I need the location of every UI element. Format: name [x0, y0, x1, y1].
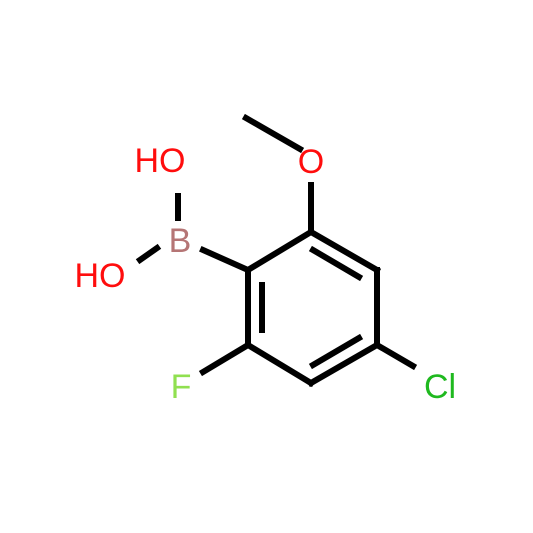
- atom-label-ho-top: HO: [135, 142, 186, 180]
- ring-bond-c4-c5: [306, 340, 382, 388]
- ring-bond-c2-c3: [306, 227, 382, 275]
- ring-double-bond-c2-c3: [308, 245, 364, 282]
- atom-label-oxygen: O: [298, 143, 324, 181]
- ring-bond-c5-c6: [243, 340, 316, 388]
- atom-label-fluorine: F: [171, 368, 192, 406]
- ring-double-bond-c4-c5: [308, 333, 364, 370]
- atom-labels: HO B HO O F Cl: [75, 142, 457, 406]
- atom-label-chlorine: Cl: [424, 368, 456, 406]
- bond-ring-fluorine: [198, 340, 253, 377]
- bonds: [135, 113, 418, 388]
- bond-boron-ho-left: [135, 243, 162, 265]
- bond-ring-boron: [199, 246, 252, 274]
- ring-bond-c1-c2: [243, 227, 316, 275]
- bond-oxygen-methyl: [241, 113, 305, 154]
- atom-label-ho-left: HO: [75, 257, 126, 295]
- bond-ring-chlorine: [372, 340, 418, 371]
- atom-label-boron: B: [169, 222, 192, 260]
